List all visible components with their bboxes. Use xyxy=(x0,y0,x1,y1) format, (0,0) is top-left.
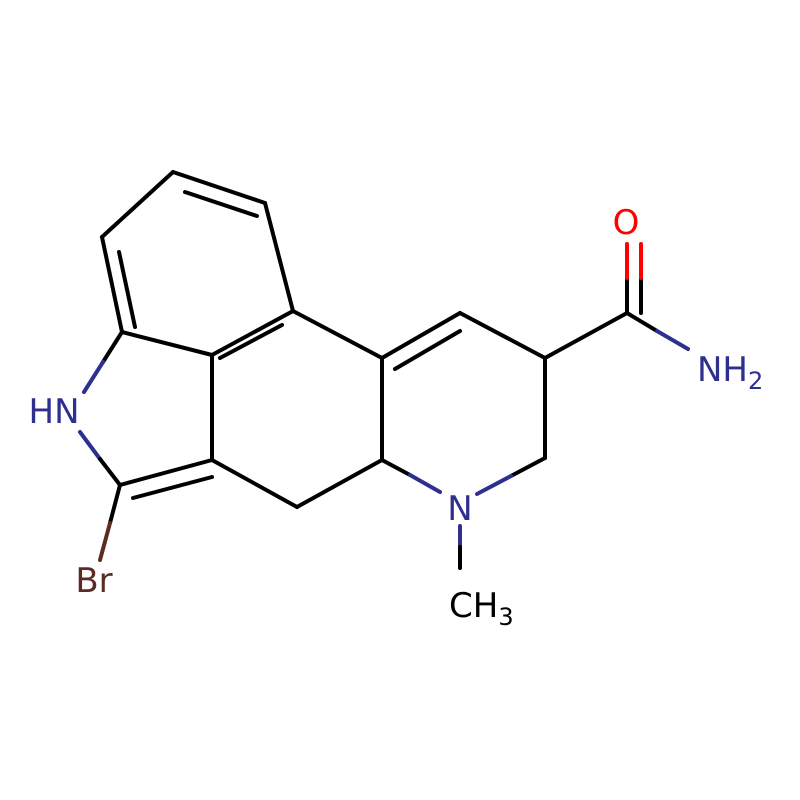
bond-double-inner xyxy=(183,190,259,218)
bond-c-n-part xyxy=(655,329,690,351)
bond-c-n-part xyxy=(625,311,659,333)
bond-c-n-part xyxy=(509,456,547,478)
bond-single xyxy=(210,458,299,509)
atom-label-br: Br xyxy=(75,561,112,601)
methyl-ch-text: CH xyxy=(449,586,498,626)
bond-lines xyxy=(78,170,690,570)
bond-single xyxy=(120,330,214,357)
atom-label-o: O xyxy=(613,203,640,243)
bond-single xyxy=(118,458,214,487)
bond-single xyxy=(263,201,295,313)
atom-label-methyl: CH3 xyxy=(449,586,514,631)
bond-c-n-part xyxy=(408,473,442,494)
bond-single xyxy=(295,458,384,509)
bond-c-n-part xyxy=(475,474,513,496)
bond-n-c-part xyxy=(98,457,122,487)
bond-n-c-part xyxy=(78,430,102,461)
bond-double-inner xyxy=(117,250,137,329)
bond-single xyxy=(380,311,462,360)
atom-label-n: N xyxy=(447,489,472,529)
atom-label-amide-n: NH2 xyxy=(697,350,763,395)
bond-double-inner xyxy=(131,475,214,500)
atom-label-hn: HN xyxy=(29,392,80,432)
bond-c-br-part xyxy=(98,521,112,562)
bond-c-br-part xyxy=(108,483,122,525)
bond-c-n-part xyxy=(82,360,105,394)
bond-single xyxy=(100,170,175,239)
bond-c-n-part xyxy=(380,458,412,477)
amide-nh-text: NH xyxy=(697,350,748,390)
bond-single xyxy=(291,309,384,360)
methyl-subscript: 3 xyxy=(498,603,513,631)
bond-single xyxy=(171,170,267,205)
bond-double-inner xyxy=(393,329,462,371)
bond-single xyxy=(210,309,295,357)
bond-single xyxy=(458,311,547,360)
bond-c-n-part xyxy=(101,330,124,364)
bond-double-inner xyxy=(218,323,284,360)
bond-single xyxy=(543,311,629,360)
bond-single xyxy=(100,235,124,334)
amide-subscript: 2 xyxy=(748,367,763,395)
